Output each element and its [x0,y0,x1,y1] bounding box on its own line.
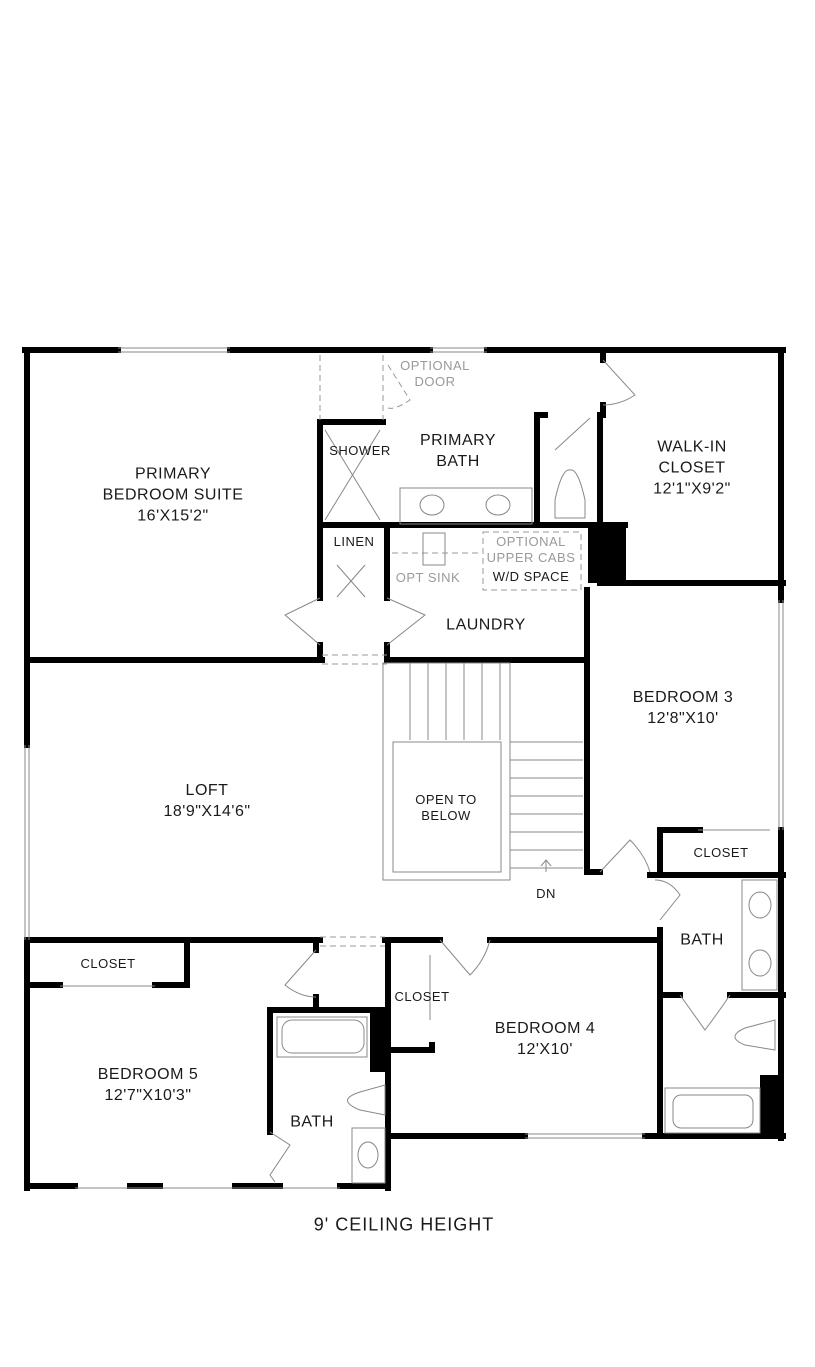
room-size: 12'X10' [517,1041,573,1058]
room-name: BEDROOM 4 [494,1020,596,1037]
label-line1: OPEN TO [415,792,477,807]
bedroom-5-label: BEDROOM 5 12'7"X10'3" [98,1064,199,1106]
room-name: LOFT [185,782,229,799]
laundry-label: LAUNDRY [446,616,526,634]
room-name: BEDROOM 5 [97,1066,199,1083]
stairs-down-label: DN [536,886,556,901]
bath-label-right: BATH [680,931,724,949]
room-size: 12'1"X9'2" [653,480,731,498]
label-line1: OPTIONAL [496,534,566,549]
label-line2: BELOW [421,808,471,823]
bedroom-3-label: BEDROOM 3 12'8"X10' [633,687,734,729]
optional-door-label: OPTIONAL DOOR [400,358,470,390]
room-name-line1: WALK-IN [657,438,727,456]
walls [22,347,786,1191]
loft-label: LOFT 18'9"X14'6" [163,780,250,822]
room-size: 16'X15'2" [137,507,209,525]
linen-label: LINEN [333,534,375,549]
optional-upper-cabs-label: OPTIONAL UPPER CABS [487,534,576,566]
room-name-line2: CLOSET [658,459,726,477]
wd-space-label: W/D SPACE [492,569,570,584]
label-line2: DOOR [414,374,456,389]
shower-label: SHOWER [329,443,391,458]
bath-label-bedroom5: BATH [290,1113,334,1131]
ceiling-height-caption: 9' CEILING HEIGHT [313,1214,495,1235]
closet-label-bedroom3: CLOSET [693,845,749,860]
primary-bedroom-suite-label: PRIMARY BEDROOM SUITE 16'X15'2" [103,464,244,527]
doors-and-fixtures [60,355,778,1184]
room-name: BEDROOM 3 [632,689,734,706]
opt-sink-label: OPT SINK [395,570,461,585]
room-name-line2: BATH [436,453,480,470]
label-line1: OPTIONAL [400,358,470,373]
bedroom-4-label: BEDROOM 4 12'X10' [495,1018,596,1060]
room-size: 12'7"X10'3" [104,1087,192,1104]
closet-label-bedroom4: CLOSET [394,989,450,1004]
room-name-line2: BEDROOM SUITE [102,486,244,504]
room-size: 12'8"X10' [647,710,719,727]
primary-bath-label: PRIMARY BATH [420,430,496,472]
walk-in-closet-label: WALK-IN CLOSET 12'1"X9'2" [653,437,731,500]
windows [24,347,784,1189]
room-name-line1: PRIMARY [134,465,212,483]
room-size: 18'9"X14'6" [163,803,251,820]
label-line2: UPPER CABS [486,550,576,565]
room-name-line1: PRIMARY [419,432,497,449]
open-to-below-label: OPEN TO BELOW [415,792,477,824]
closet-label-bedroom5: CLOSET [80,956,136,971]
